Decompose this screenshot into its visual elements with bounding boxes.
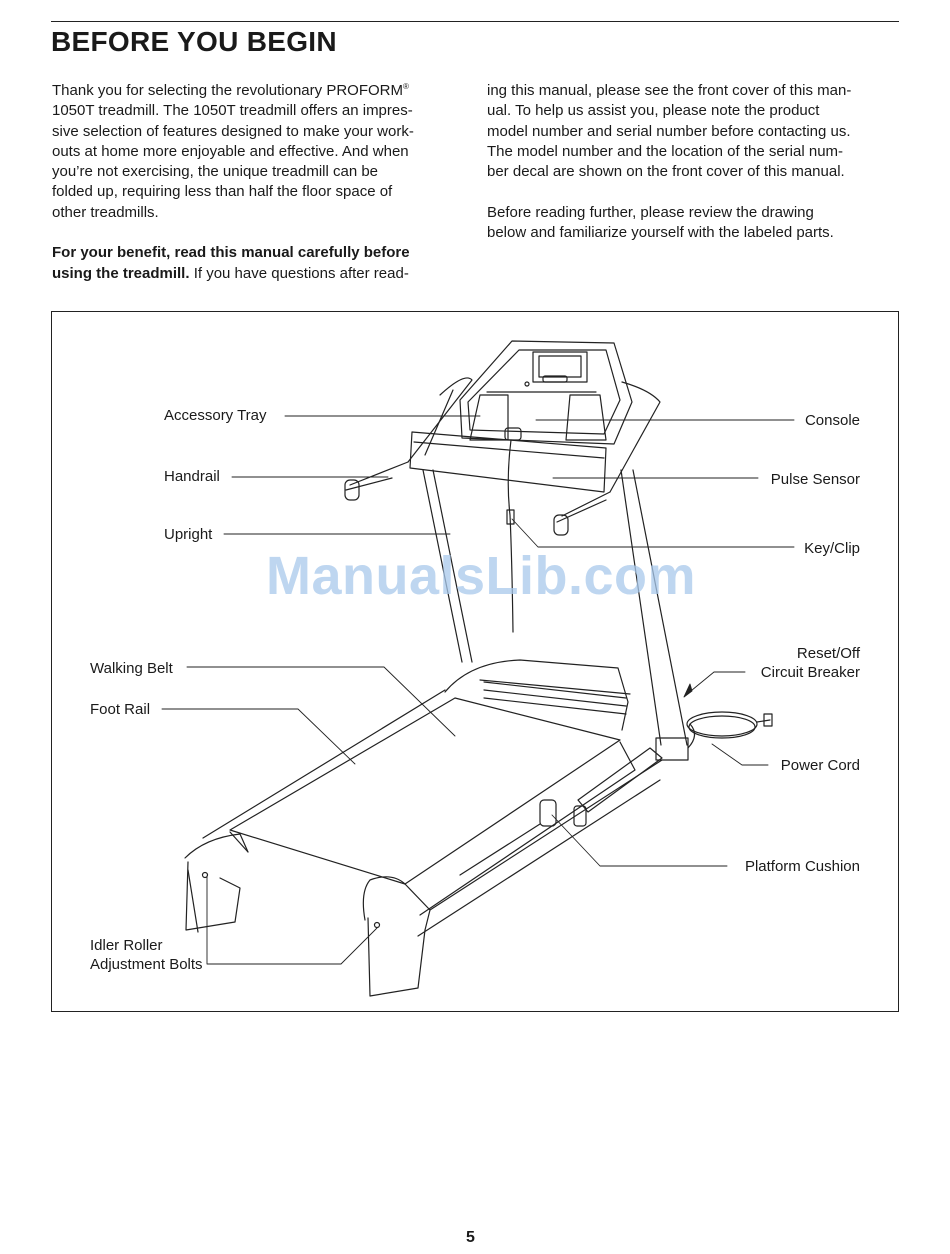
intro-paragraph-4: Before reading further, please review th… [487,203,897,244]
intro-right-column: ing this manual, please see the front co… [487,81,897,264]
intro-line: below and familiarize yourself with the … [487,224,834,242]
intro-line: you’re not exercising, the unique treadm… [52,163,379,181]
leader-idler-2 [217,927,378,965]
label-walking-belt: Walking Belt [90,660,173,677]
intro-line: ing this manual, please see the front co… [487,82,852,99]
label-handrail: Handrail [164,468,220,485]
label-reset-line-2: Circuit Breaker [760,664,860,681]
watermark: ManualsLib.com [266,546,697,606]
intro-line: folded up, requiring less than half the … [52,183,393,201]
leader-lines [161,415,795,965]
intro-line: 1050T treadmill. The 1050T treadmill off… [52,102,413,120]
label-key-clip: Key/Clip [804,540,860,557]
key-cord [507,439,514,633]
leader-key-clip [511,518,795,548]
label-console: Console [804,412,860,429]
intro-line: Before reading further, please review th… [487,203,814,221]
upright-right [620,469,689,761]
registered-mark: ® [402,82,409,91]
intro-bold-text: For your benefit, read this manual caref… [52,244,410,262]
intro-line: other treadmills. [52,203,159,221]
top-rule [51,21,899,22]
console-body [459,340,633,445]
label-power-cord: Power Cord [780,757,860,774]
label-pulse-sensor: Pulse Sensor [770,471,860,488]
leader-power-cord [711,743,769,766]
leader-walking-belt [186,666,456,737]
label-idler-roller: Idler Roller Adjustment Bolts [90,936,203,974]
upright-left [422,469,473,663]
label-foot-rail: Foot Rail [90,701,151,718]
page-title: BEFORE YOU BEGIN [51,26,337,57]
leader-platform-cushion [551,814,728,867]
intro-paragraph-3: ing this manual, please see the front co… [487,81,897,182]
intro-line: Thank you for selecting the revolutionar… [52,82,403,99]
deck [184,659,663,997]
handrails [344,377,661,536]
intro-bold-text: using the treadmill. [52,264,190,282]
intro-line: ber decal are shown on the front cover o… [487,163,845,181]
intro-line: The model number and the location of the… [487,142,844,160]
label-reset-line-1: Reset/Off [796,645,860,662]
page-number: 5 [466,1229,475,1246]
label-upright: Upright [164,526,213,543]
intro-line: sive selection of features designed to m… [52,122,414,140]
label-platform-cushion: Platform Cushion [744,858,860,875]
label-idler-line-2: Adjustment Bolts [90,956,203,973]
intro-left-column: Thank you for selecting the revolutionar… [52,81,462,304]
intro-line: If you have questions after read- [189,264,409,282]
intro-line: ual. To help us assist you, please note … [487,102,820,120]
key-clip [506,509,515,525]
label-reset-circuit-breaker: Reset/Off Circuit Breaker [761,644,860,682]
intro-line: model number and serial number before co… [487,122,851,140]
label-idler-line-1: Idler Roller [90,937,163,954]
intro-paragraph-1: Thank you for selecting the revolutionar… [52,81,462,223]
leader-foot-rail [161,708,356,765]
diagram-frame [51,311,899,1012]
label-accessory-tray: Accessory Tray [164,407,267,424]
intro-line: outs at home more enjoyable and effectiv… [52,142,409,160]
leader-idler-1 [206,875,219,965]
power-cord-coil [686,711,773,749]
intro-paragraph-2: For your benefit, read this manual caref… [52,243,462,284]
leader-circuit-breaker [685,671,746,696]
